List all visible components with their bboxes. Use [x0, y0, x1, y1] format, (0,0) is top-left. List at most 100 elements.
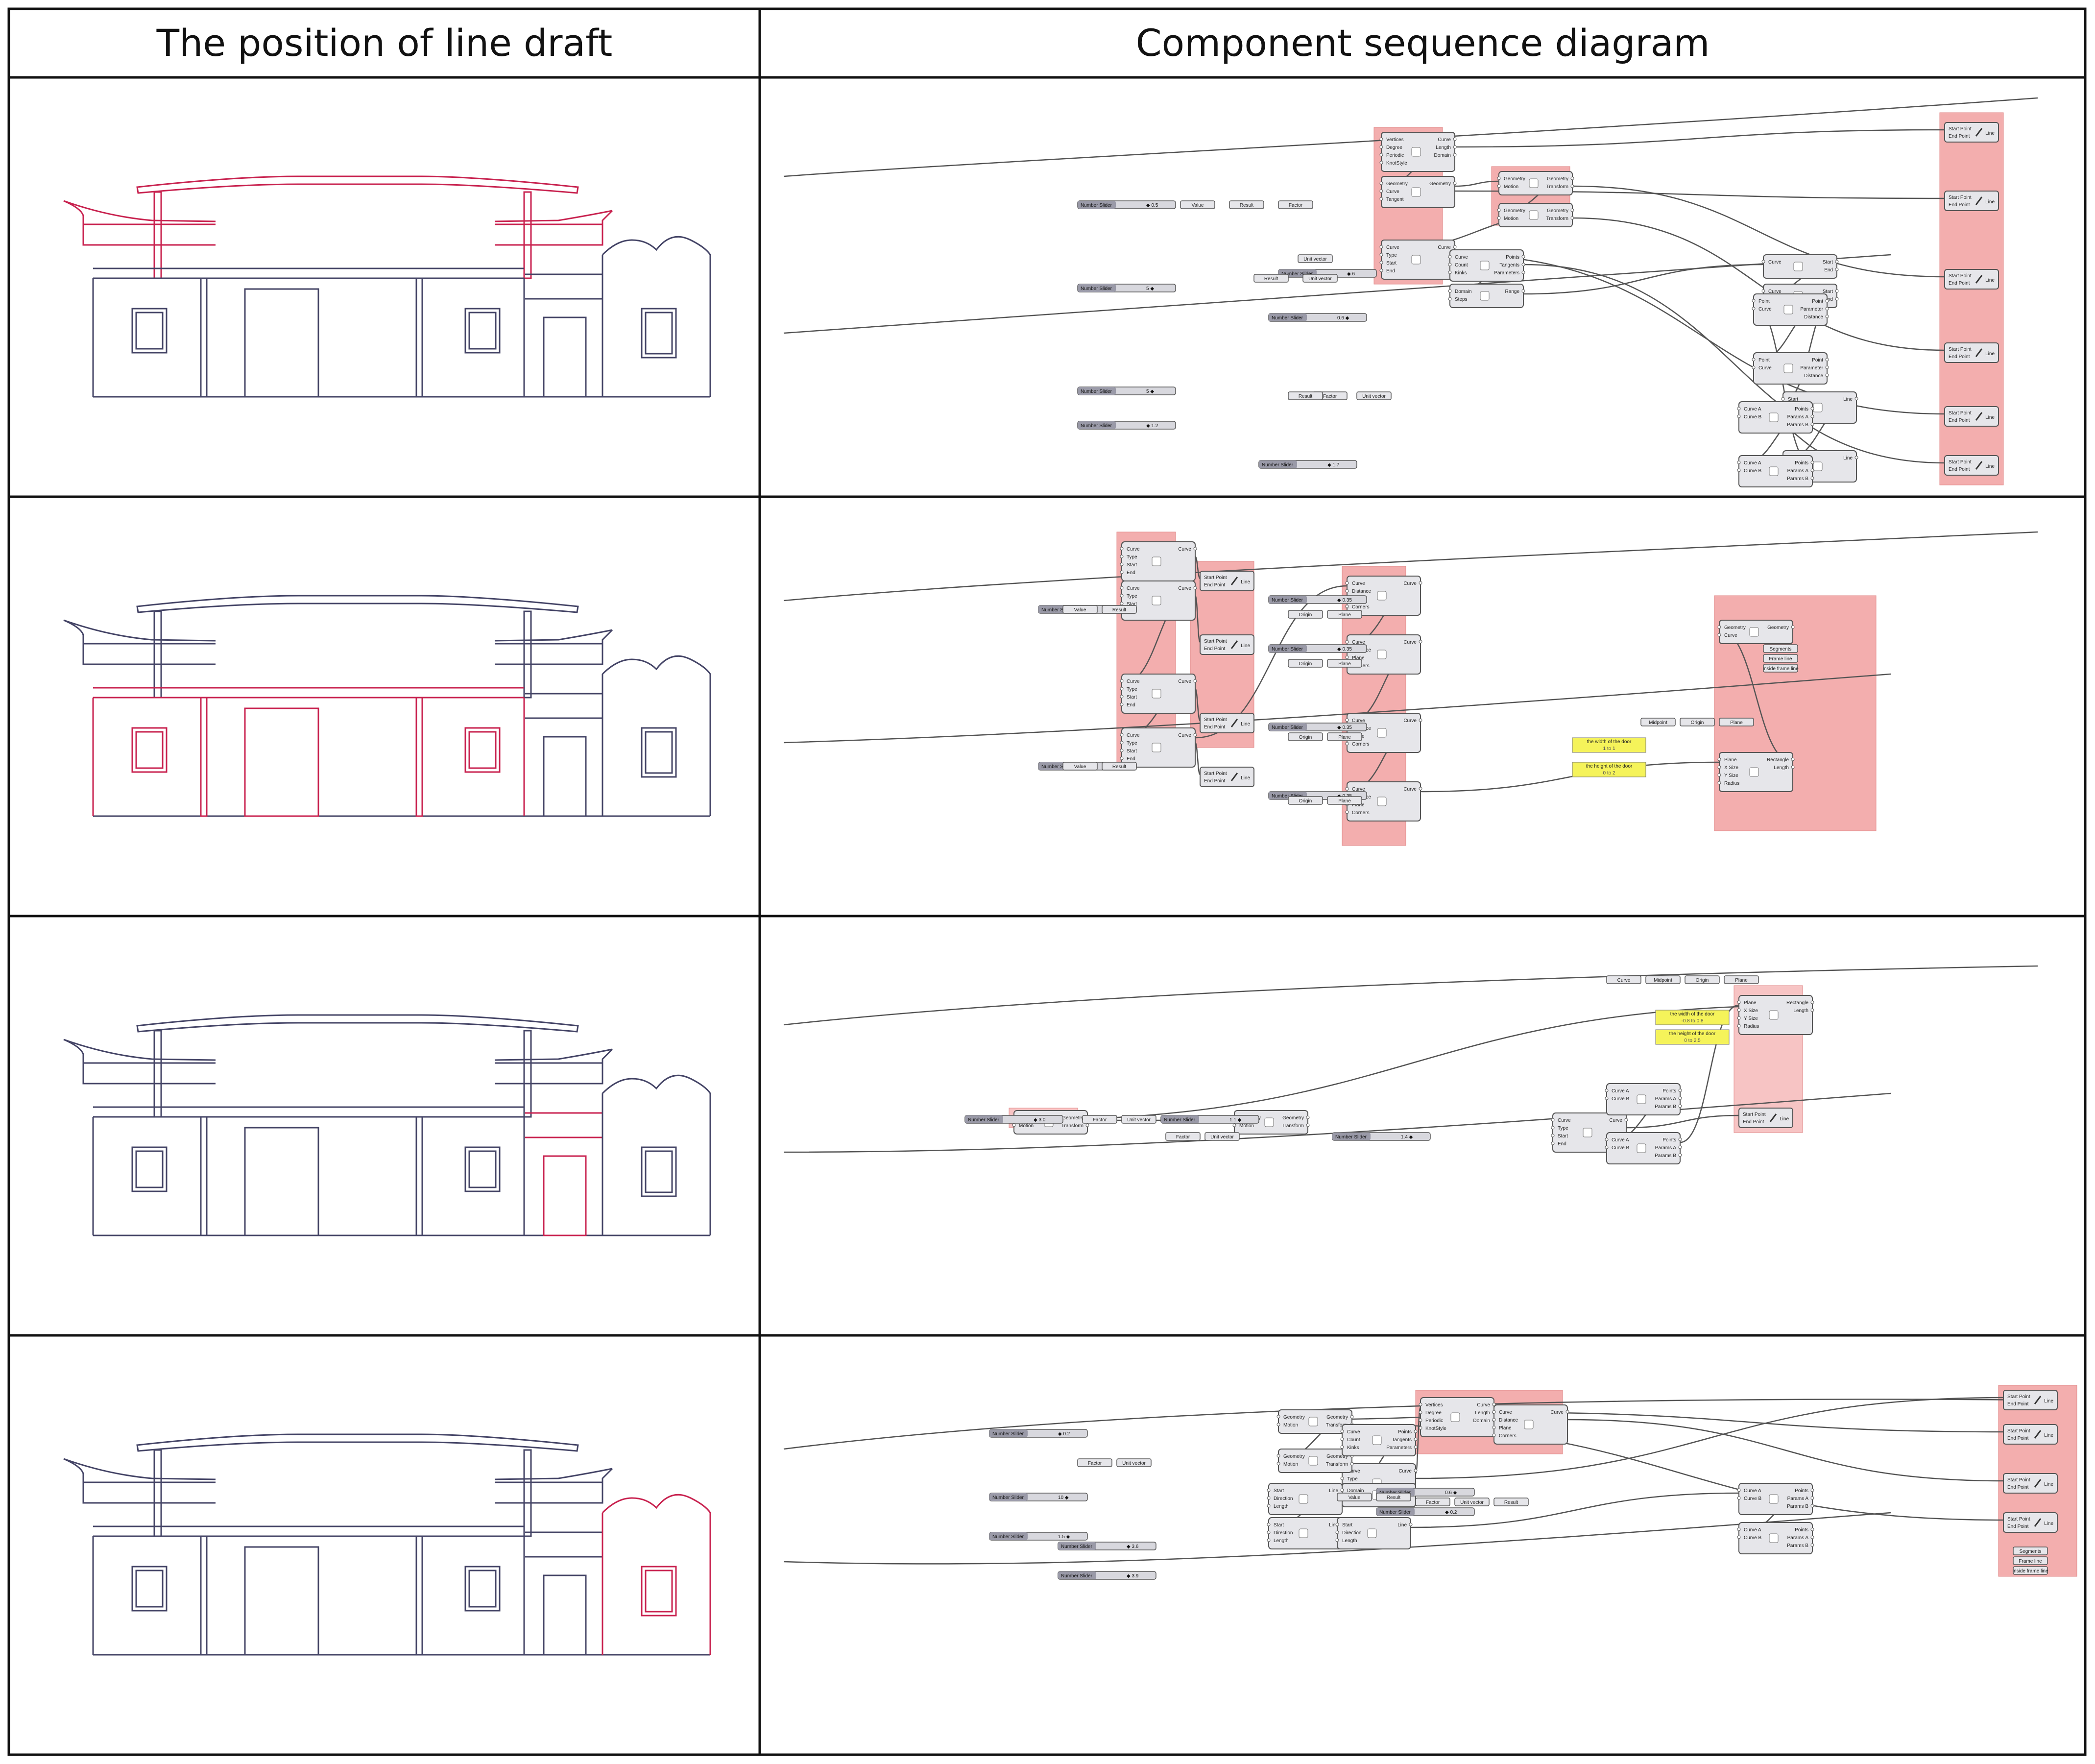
line-output-label: Line [1985, 415, 1995, 420]
component-input-label: Type [1127, 741, 1137, 746]
left-eave-upper [63, 619, 216, 642]
line-component-body [1944, 269, 1999, 290]
small-component-body [1685, 975, 1720, 984]
component-input-port [1379, 197, 1383, 201]
component-input-label: Length [1274, 1504, 1289, 1509]
component-output-label: Params A [1655, 1096, 1677, 1102]
small-component: Segments [2013, 1547, 2048, 1555]
line-component-body [2003, 1424, 2058, 1445]
column-header-line-draft-text: The position of line draft [156, 21, 613, 65]
small-component-label: Unit vector [1122, 1461, 1146, 1466]
component-output-port [1810, 1535, 1814, 1539]
component-input-label: Curve A [1612, 1088, 1629, 1094]
number-slider-label-bg [989, 1532, 1028, 1540]
number-slider-label-bg [1058, 1542, 1096, 1550]
component-input-port [1345, 589, 1349, 593]
number-slider-label: Number Slider [1164, 1117, 1196, 1123]
component-input-port [1761, 260, 1765, 264]
connection-wire [1194, 556, 1201, 580]
small-component-label: Origin [1691, 720, 1704, 725]
number-slider-label-bg [1376, 1508, 1415, 1516]
component-input-label: Type [1127, 594, 1137, 599]
main-door [244, 1127, 319, 1236]
component-output-label: Start [1823, 260, 1833, 265]
component-output-port [1810, 1527, 1814, 1531]
component-input-label: KnotStyle [1386, 161, 1407, 166]
component-input-port [1419, 1410, 1422, 1414]
number-slider-label: Number Slider [1041, 607, 1073, 613]
component-input-port [1737, 1016, 1741, 1020]
curve-icon [1411, 147, 1421, 157]
small-component: Result [1229, 200, 1264, 209]
component-input-label: Type [1127, 687, 1137, 692]
line-input-label: End Point [1743, 1119, 1764, 1125]
small-component: Origin [1680, 718, 1715, 726]
component-output-port [1193, 733, 1197, 737]
line-component-body [2003, 1512, 2058, 1533]
component-input-port [1120, 586, 1124, 590]
component-input-port [1492, 1418, 1496, 1422]
component-output-port [1414, 1469, 1418, 1473]
side-wing-gable [602, 236, 711, 397]
small-component: Result [1288, 391, 1323, 400]
small-component-label: Plane [1338, 735, 1351, 740]
component-input-port [1717, 773, 1721, 777]
component-output-port [1193, 547, 1197, 551]
component-output-port [1810, 1008, 1814, 1012]
component-output-port [1453, 145, 1457, 149]
line-component-body [1944, 122, 1999, 143]
connection-wire [1410, 1492, 1739, 1528]
small-component-label: Inside frame line [2012, 1569, 2048, 1574]
number-slider-label: Number Slider [1061, 1573, 1093, 1579]
column-header-component-diagram: Component sequence diagram [760, 9, 2085, 76]
right-eave-lower [495, 210, 613, 246]
component-output-label: Rectangle [1786, 1000, 1808, 1006]
component-input-label: KnotStyle [1425, 1426, 1446, 1431]
component-output-port [1825, 299, 1829, 303]
small-component-body [1180, 200, 1215, 209]
component-input-label: Corners [1352, 742, 1370, 747]
component-output-label: End [1824, 267, 1833, 273]
component-input-port [1276, 1462, 1280, 1466]
component-output-port [1678, 1088, 1682, 1092]
component-output-label: Curve [1178, 547, 1191, 552]
text-panel-body [1572, 737, 1646, 753]
number-slider: Number Slider◆ 3.9 [1058, 1571, 1156, 1580]
component-input-port [1492, 1426, 1496, 1429]
component-output-label: Curve [1178, 679, 1191, 684]
pencil-icon [1975, 348, 1983, 357]
component-input-label: Corners [1352, 810, 1370, 816]
small-component-body [1327, 659, 1362, 668]
small-component-label: Frame line [2019, 1559, 2042, 1564]
number-slider-label-bg [1269, 314, 1307, 321]
small-component-body [1165, 1132, 1201, 1141]
component-input-label: X Size [1744, 1008, 1758, 1014]
small-component-label: Segments [1769, 647, 1791, 652]
component-output-port [1835, 267, 1839, 271]
component-output-label: Parameters [1386, 1445, 1412, 1450]
component-output-label: Geometry [1326, 1415, 1348, 1420]
number-slider: Number Slider◆ 0.2 [989, 1429, 1088, 1438]
text-panel-body [1655, 1010, 1730, 1025]
right-eave-upper [494, 629, 613, 642]
component-input-label: Direction [1274, 1530, 1293, 1536]
component-input-label: Geometry [1386, 181, 1408, 187]
small-component-body [1229, 200, 1264, 209]
window-left-inner [135, 731, 164, 769]
line-input-label: Start Point [1949, 126, 1972, 132]
pencil-icon [1230, 719, 1238, 727]
number-slider: Number Slider◆ 3.0 [964, 1115, 1063, 1124]
small-component-body [1493, 1498, 1529, 1506]
line-output-label: Line [2044, 1399, 2053, 1404]
pencil-icon [1975, 275, 1983, 284]
component-output-port [1678, 1104, 1682, 1108]
component-output-label: Domain [1434, 153, 1451, 158]
number-slider-label: Number Slider [1061, 1544, 1093, 1549]
rect-icon [1769, 1010, 1779, 1020]
number-slider-label-bg [989, 1493, 1028, 1501]
